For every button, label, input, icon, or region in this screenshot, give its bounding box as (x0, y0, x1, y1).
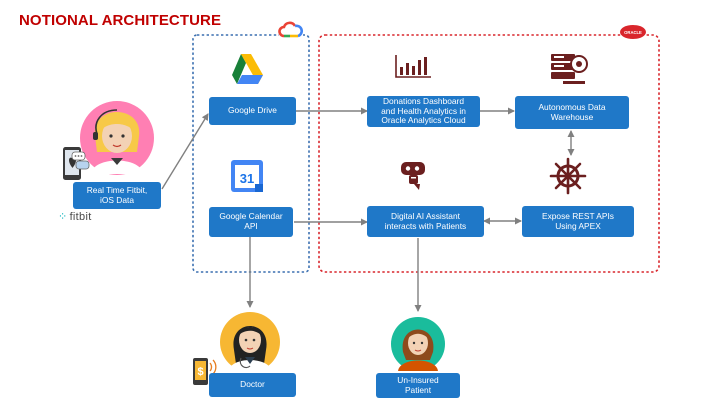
calendar-number: 31 (240, 171, 254, 186)
fitbit-user-avatar (80, 101, 154, 175)
node-fitbit-line-2: iOS Data (100, 194, 134, 205)
google-calendar-icon: 31 (231, 160, 263, 192)
node-warehouse-line-1: Autonomous Data (538, 101, 606, 112)
chatbot-icon (401, 162, 425, 190)
node-patient-line-1: Un-Insured (397, 374, 439, 385)
doctor-avatar (220, 312, 280, 372)
bar-chart-icon (395, 55, 431, 78)
node-assistant-line-2: interacts with Patients (384, 220, 467, 231)
node-doctor-line-1: Doctor (240, 379, 265, 390)
node-dashboard-line-1: Donations Dashboard (382, 96, 464, 107)
svg-text:$: $ (197, 366, 203, 378)
node-assistant-line-1: Digital AI Assistant (391, 210, 460, 221)
node-doctor: Doctor (209, 373, 296, 397)
connector-fitbit-to-drive (161, 113, 209, 190)
kubernetes-helm-icon (549, 157, 587, 195)
google-drive-icon (232, 54, 263, 84)
smartphone-icon (63, 147, 90, 180)
oracle-cloud-icon: ORACLE (620, 25, 646, 39)
payment-phone-icon: $ (193, 358, 217, 385)
oracle-badge-text: ORACLE (624, 30, 642, 35)
slide-title: NOTIONAL ARCHITECTURE (19, 12, 222, 29)
fitbit-logo-text: fitbit (69, 211, 92, 223)
node-calendar-line-1: Google Calendar (219, 211, 283, 222)
node-warehouse-line-2: Warehouse (550, 111, 594, 122)
node-fitbit-line-1: Real Time Fitbit, (86, 184, 148, 195)
node-calendar-line-2: API (244, 221, 258, 231)
node-dashboard-line-3: Oracle Analytics Cloud (381, 115, 466, 126)
fitbit-logo: ⁘ fitbit (58, 211, 92, 223)
patient-avatar (391, 317, 445, 371)
node-apex-line-2: Using APEX (555, 220, 601, 231)
google-cloud-boundary (192, 34, 310, 273)
node-dashboard-line-2: and Health Analytics in (381, 105, 466, 116)
database-icon (551, 54, 588, 84)
node-patient-line-2: Patient (404, 384, 432, 395)
node-drive-line-1: Google Drive (228, 105, 277, 116)
node-apex-line-1: Expose REST APIs (542, 210, 614, 221)
oracle-cloud-boundary (318, 34, 660, 273)
node-google-drive: Google Drive (209, 97, 296, 125)
google-cloud-icon (278, 21, 303, 41)
node-fitbit-data: Real Time Fitbit,iOS Data (73, 182, 161, 209)
